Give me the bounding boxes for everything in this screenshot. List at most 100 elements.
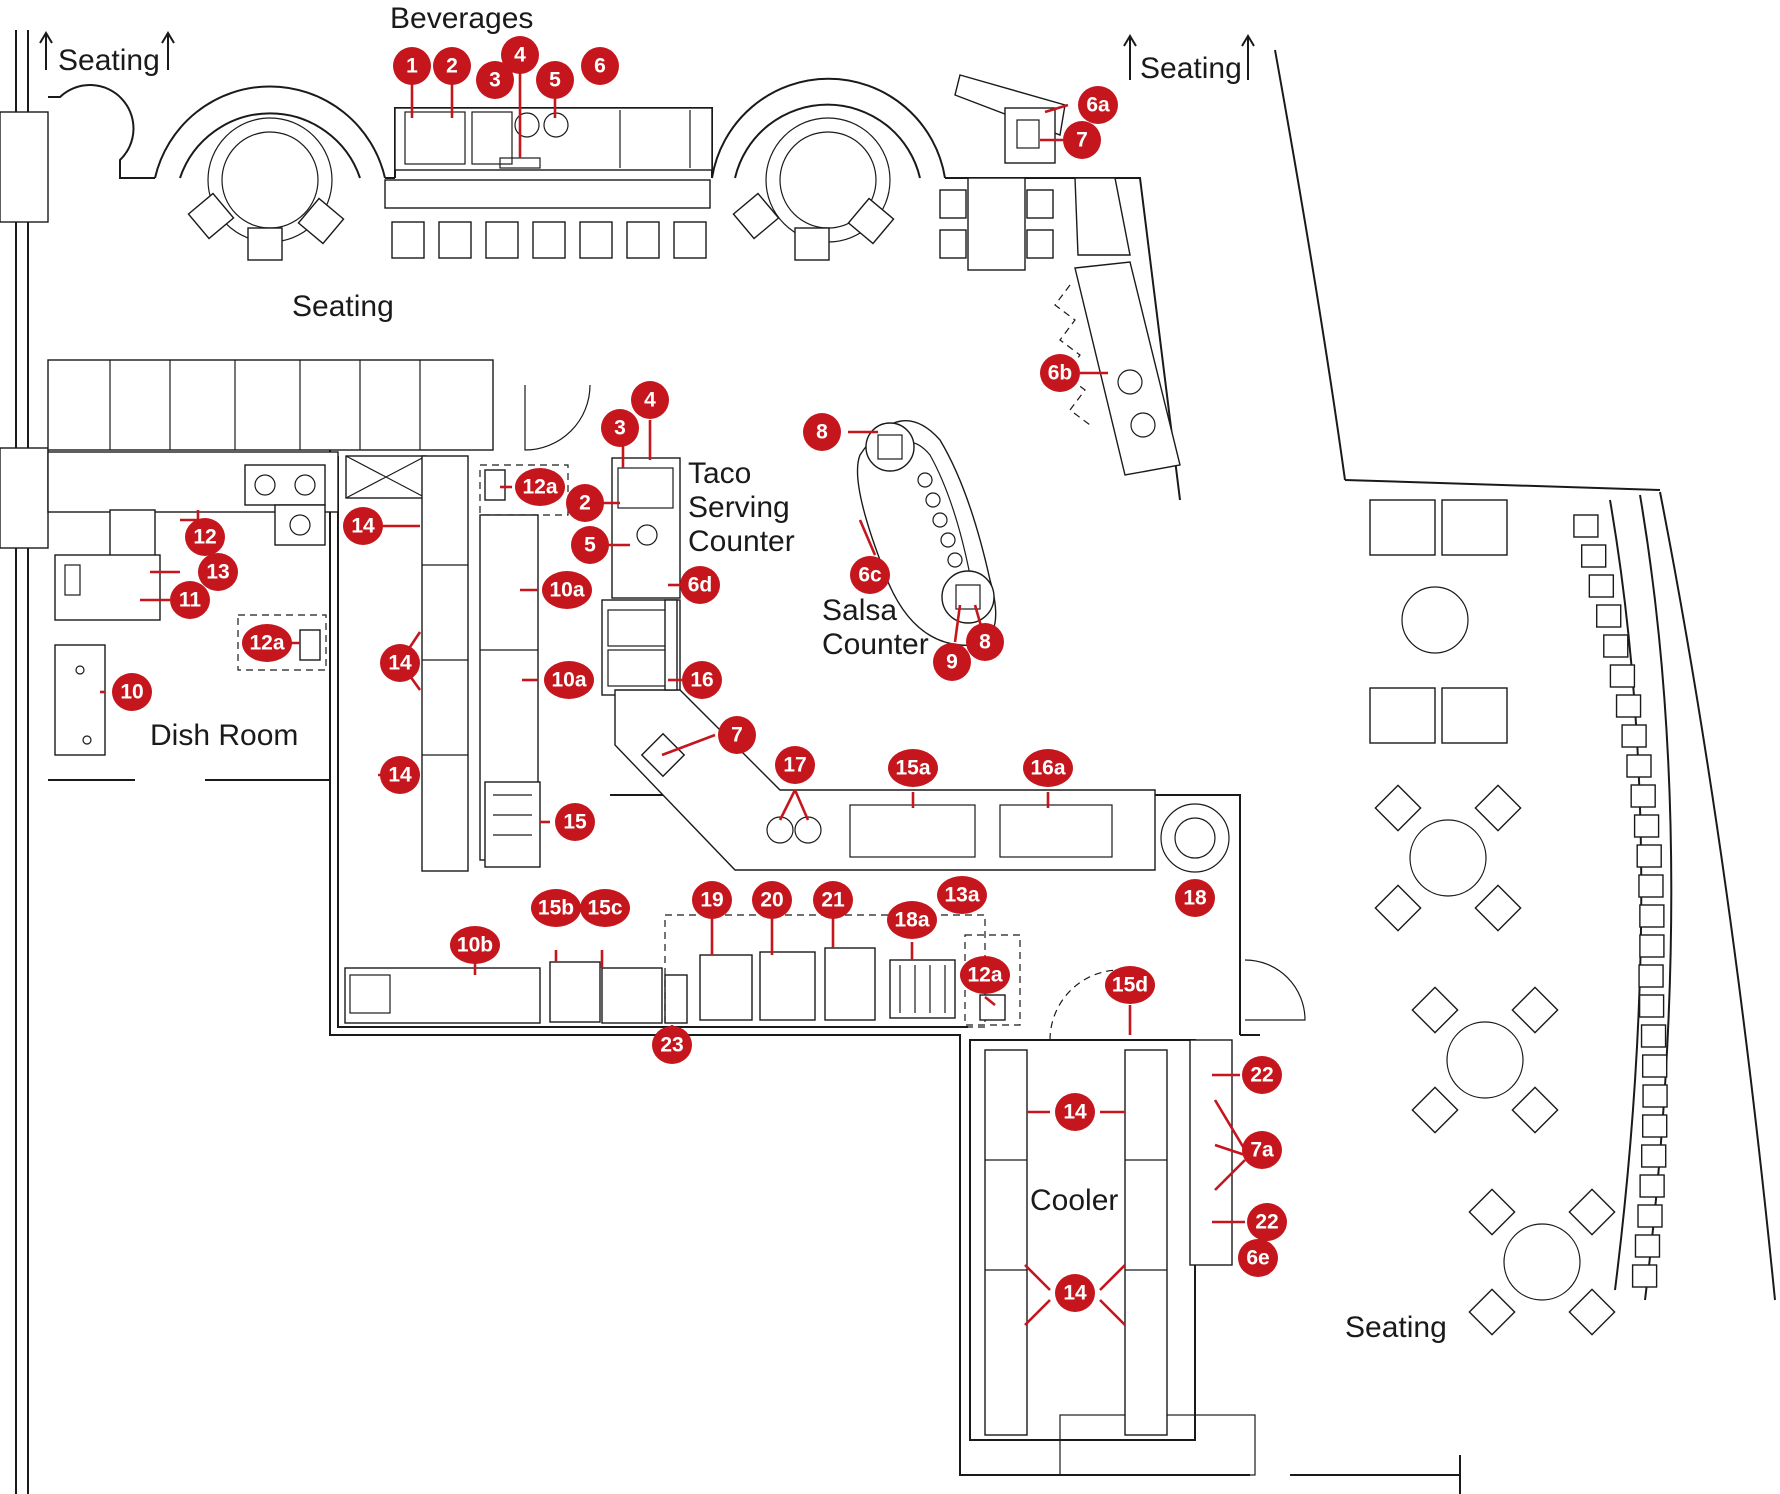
four-top-tables — [1374, 784, 1616, 1336]
callout-badge-c6: 6 — [581, 47, 619, 85]
callout-number: 15b — [538, 897, 574, 920]
callout-number: 19 — [700, 889, 723, 912]
top-right-table — [939, 74, 1181, 476]
callout-badge-c7: 7 — [1063, 121, 1101, 159]
label-dish-room: Dish Room — [150, 719, 298, 752]
callout-badge-c10a1: 10a — [542, 571, 592, 609]
seating-arrows — [39, 31, 1255, 80]
callout-number: 22 — [1250, 1064, 1273, 1087]
callout-badge-c4: 4 — [501, 36, 539, 74]
callout-number: 1 — [406, 55, 418, 78]
booth-seat — [1580, 544, 1607, 568]
callout-number: 17 — [783, 754, 806, 777]
callout-badge-c6b: 6b — [1040, 354, 1080, 392]
booth-seat — [1637, 1204, 1663, 1228]
callout-badge-c15d: 15d — [1105, 966, 1155, 1004]
callout-badge-c14c: 14 — [380, 756, 420, 794]
callout-badge-c19: 19 — [692, 881, 732, 919]
callout-number: 10a — [551, 669, 586, 692]
booth-seat — [1634, 1234, 1661, 1258]
label-seating-mid: Seating — [292, 290, 394, 323]
callout-badge-c16: 16 — [682, 661, 722, 699]
label-salsa-1: Salsa — [822, 594, 897, 627]
area-labels: Beverages Seating Seating Seating Seatin… — [58, 2, 1447, 1344]
callout-number: 7 — [731, 724, 743, 747]
walls — [0, 30, 1661, 1494]
callout-badge-c6a: 6a — [1078, 86, 1118, 124]
callout-badge-c8b: 8 — [966, 623, 1004, 661]
callout-badge-c12a3: 12a — [960, 956, 1010, 994]
callout-badge-c10: 10 — [112, 673, 152, 711]
booth-seat — [1626, 754, 1652, 778]
up-arrow-icon — [39, 31, 53, 70]
callout-number: 16a — [1030, 757, 1065, 780]
callout-number: 11 — [179, 589, 202, 612]
callout-number: 6c — [858, 564, 882, 587]
callout-badge-c6e: 6e — [1238, 1239, 1278, 1277]
booth-seat — [1596, 604, 1622, 628]
label-beverages: Beverages — [390, 2, 533, 35]
callout-badge-c12a1: 12a — [515, 468, 565, 506]
callout-badge-c14d: 14 — [1055, 1093, 1095, 1131]
callout-number: 3 — [489, 69, 501, 92]
callout-badge-c5: 5 — [536, 61, 574, 99]
callout-number: 4 — [514, 44, 526, 67]
callout-badge-c5t: 5 — [571, 526, 609, 564]
callout-badge-c18: 18 — [1175, 879, 1215, 917]
booth-seat — [1638, 994, 1665, 1018]
booth-seat — [1641, 1144, 1667, 1168]
booth-seat — [1642, 1084, 1668, 1108]
callout-badge-c12: 12 — [185, 518, 225, 556]
callout-badge-c15: 15 — [555, 803, 595, 841]
up-arrow-icon — [1241, 34, 1255, 80]
booth-seat — [1603, 634, 1629, 658]
callout-badge-c15a: 15a — [888, 749, 938, 787]
callout-badge-c1: 1 — [393, 47, 431, 85]
callout-number: 15c — [587, 897, 622, 920]
callout-number: 9 — [946, 651, 958, 674]
callout-badge-c15b: 15b — [531, 889, 581, 927]
callout-badge-c14a: 14 — [343, 507, 383, 545]
callout-badge-c3t: 3 — [601, 409, 639, 447]
booth-seat — [1638, 874, 1664, 898]
callout-number: 7a — [1250, 1139, 1274, 1162]
callout-number: 2 — [446, 55, 458, 78]
label-salsa-2: Counter — [822, 628, 929, 661]
callout-number: 18a — [894, 909, 929, 932]
booth-seat — [1573, 514, 1599, 538]
beverage-counter — [384, 107, 713, 259]
callout-number: 10 — [120, 681, 143, 704]
label-seating-top-left: Seating — [58, 44, 160, 77]
callout-badge-c6d: 6d — [680, 566, 720, 604]
callout-number: 16 — [690, 669, 713, 692]
callout-number: 14 — [388, 652, 412, 675]
callout-number: 15a — [895, 757, 930, 780]
callout-badge-c13a: 13a — [937, 876, 987, 914]
callout-badge-c3: 3 — [476, 61, 514, 99]
booth-seat — [1609, 664, 1636, 688]
right-lounge — [1369, 491, 1776, 1301]
callout-number: 15d — [1112, 974, 1148, 997]
callout-badge-c17: 17 — [775, 746, 815, 784]
callout-badge-c12a2: 12a — [242, 624, 292, 662]
lounge-chairs — [187, 192, 895, 261]
callout-badge-c4t: 4 — [631, 381, 669, 419]
callout-badge-c7a: 7a — [1242, 1131, 1282, 1169]
callout-number: 8 — [979, 631, 991, 654]
callout-number: 18 — [1183, 887, 1207, 910]
callout-number: 13a — [944, 884, 979, 907]
callout-number: 14 — [1063, 1282, 1087, 1305]
booth-seat — [1631, 1264, 1658, 1288]
callout-number: 5 — [584, 534, 596, 557]
up-arrow-icon — [1123, 34, 1137, 80]
callout-number: 14 — [388, 764, 412, 787]
callout-badge-c22a: 22 — [1242, 1056, 1282, 1094]
callout-number: 14 — [351, 515, 375, 538]
booth-seat — [1630, 784, 1656, 808]
callout-number: 15 — [563, 811, 587, 834]
callout-number: 12a — [967, 964, 1002, 987]
booth-seat — [1640, 1024, 1667, 1048]
callout-badge-c23: 23 — [652, 1026, 692, 1064]
